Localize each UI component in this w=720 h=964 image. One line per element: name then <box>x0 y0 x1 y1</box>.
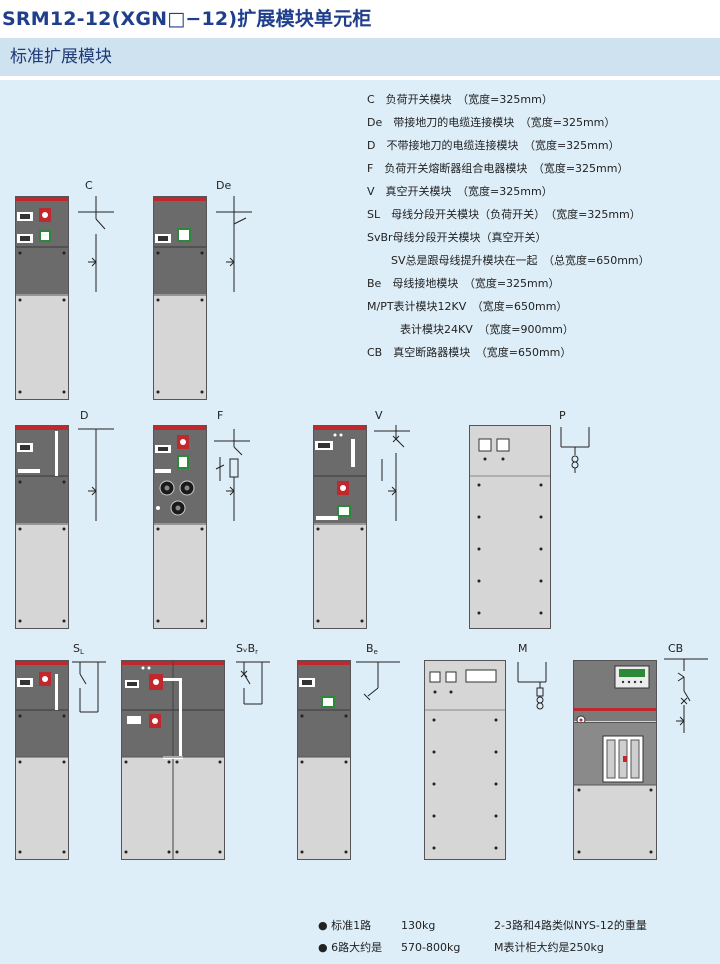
note-label: ● 6路大约是 <box>318 938 382 958</box>
label-be: Be <box>366 643 378 658</box>
note-value: 570-800kg <box>401 941 461 954</box>
label-svbr-sub: r <box>255 648 259 656</box>
bullet-icon: ● <box>318 941 328 954</box>
note-label: ● 标准1路 <box>318 916 371 936</box>
spec-item: M/PT表计模块12KV （宽度=650mm） <box>367 300 568 313</box>
note-extra: M表计柜大约是250kg <box>494 941 604 954</box>
label-svbr: SᵥBr <box>236 643 258 658</box>
label-be-main: B <box>366 642 374 655</box>
diagram-be <box>356 660 400 710</box>
weight-notes: ● 标准1路 130kg 2-3路和4路类似NYS-12的重量 ● 6路大约是 … <box>318 916 720 960</box>
cabinet-sl <box>15 660 69 860</box>
note-label-text: 标准1路 <box>331 919 372 932</box>
cabinet-f <box>153 425 207 629</box>
cabinet-d <box>15 425 69 629</box>
label-de: De <box>216 179 232 192</box>
diagram-d <box>78 425 114 525</box>
cabinet-be <box>297 660 351 860</box>
spec-item: V 真空开关模块 （宽度=325mm） <box>367 185 553 198</box>
diagram-de <box>216 196 252 296</box>
cabinet-svbr <box>121 660 225 860</box>
diagram-cb <box>664 655 708 735</box>
cabinet-p <box>469 425 551 629</box>
label-m: M <box>518 642 528 655</box>
diagram-m <box>514 660 558 716</box>
spec-item: 表计模块24KV （宽度=900mm） <box>400 323 574 336</box>
module-spec-list: C 负荷开关模块 （宽度=325mm） De 带接地刀的电缆连接模块 （宽度=32… <box>367 90 650 366</box>
spec-item: De 带接地刀的电缆连接模块 （宽度=325mm） <box>367 116 616 129</box>
label-svbr-main: SᵥB <box>236 642 256 655</box>
label-be-sub: e <box>373 648 378 656</box>
label-v: V <box>375 409 383 422</box>
label-f: F <box>217 409 224 422</box>
diagram-v <box>374 425 410 525</box>
note-row: ● 标准1路 130kg 2-3路和4路类似NYS-12的重量 <box>318 916 720 938</box>
subtitle-bar <box>0 38 720 76</box>
note-label-text: 6路大约是 <box>331 941 383 954</box>
bullet-icon: ● <box>318 919 328 932</box>
spec-item: F 负荷开关熔断器组合电器模块 （宽度=325mm） <box>367 162 629 175</box>
spec-item: SV总是跟母线提升模块在一起 （总宽度=650mm） <box>391 254 650 267</box>
cabinet-de <box>153 196 207 400</box>
note-value: 130kg <box>401 919 436 932</box>
note-row: ● 6路大约是 570-800kg M表计柜大约是250kg <box>318 938 720 960</box>
label-d: D <box>80 409 89 422</box>
diagram-svbr <box>234 660 274 724</box>
page-subtitle: 标准扩展模块 <box>10 47 112 67</box>
spec-item: Be 母线接地模块 （宽度=325mm） <box>367 277 560 290</box>
spec-item: CB 真空断路器模块 （宽度=650mm） <box>367 346 572 359</box>
cabinet-c <box>15 196 69 400</box>
spec-item: SvBr母线分段开关模块（真空开关） <box>367 231 547 244</box>
diagram-p <box>557 425 597 485</box>
diagram-f <box>214 425 250 525</box>
diagram-sl <box>70 660 110 724</box>
spec-item: D 不带接地刀的电缆连接模块 （宽度=325mm） <box>367 139 620 152</box>
note-extra: 2-3路和4路类似NYS-12的重量 <box>494 919 647 932</box>
diagram-c <box>78 196 114 296</box>
cabinet-m <box>424 660 506 860</box>
spec-item: C 负荷开关模块 （宽度=325mm） <box>367 93 553 106</box>
label-cb: CB <box>668 642 684 655</box>
label-sl-sub: L <box>79 648 84 656</box>
page-title: SRM12-12(XGN□−12)扩展模块单元柜 <box>2 8 372 30</box>
label-sl: SL <box>73 643 84 658</box>
cabinet-v <box>313 425 367 629</box>
cabinet-cb <box>573 660 657 860</box>
label-sl-main: S <box>73 642 80 655</box>
spec-item: SL 母线分段开关模块（负荷开关） （宽度=325mm） <box>367 208 641 221</box>
label-c: C <box>85 179 93 192</box>
label-p: P <box>559 409 566 422</box>
